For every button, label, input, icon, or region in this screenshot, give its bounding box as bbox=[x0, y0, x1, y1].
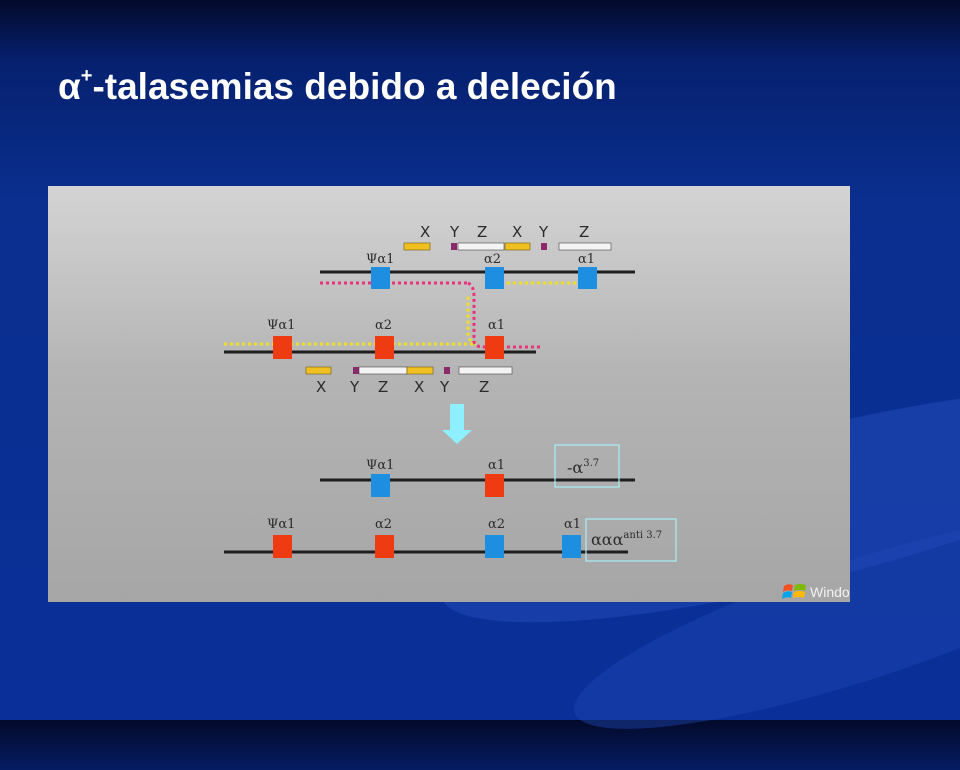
row4-gene-psi-alpha1 bbox=[273, 535, 292, 558]
row4-gene-alpha2-b bbox=[485, 535, 504, 558]
triplication-label-box bbox=[585, 518, 677, 562]
row4-gene-alpha1 bbox=[562, 535, 581, 558]
row2-gene-label-psi-alpha1: Ψα1 bbox=[267, 318, 295, 333]
down-arrow-icon bbox=[442, 404, 472, 444]
windows-watermark-text: Windo bbox=[810, 584, 850, 600]
upper-x-block-2 bbox=[504, 242, 531, 251]
lower-z-block-2 bbox=[458, 366, 513, 375]
row2-gene-label-alpha2: α2 bbox=[375, 318, 392, 333]
title-alpha: α bbox=[58, 66, 81, 107]
row3-gene-psi-alpha1 bbox=[371, 474, 390, 497]
title-superscript: + bbox=[80, 64, 93, 87]
row4-gene-label-alpha1: α1 bbox=[564, 517, 581, 532]
upper-homology-blocks bbox=[403, 242, 612, 251]
upper-z-block bbox=[457, 242, 505, 251]
diagram-panel: X Y Z X Y Z Ψα1 α2 α1 Ψα bbox=[48, 186, 850, 602]
row4-gene-label-psi-alpha1: Ψα1 bbox=[267, 517, 295, 532]
upper-label-y1: Y bbox=[449, 223, 460, 241]
windows-logo-icon bbox=[782, 584, 806, 599]
row1-gene-alpha1 bbox=[578, 267, 597, 289]
row1-gene-psi-alpha1 bbox=[371, 267, 390, 289]
upper-label-z2: Z bbox=[579, 223, 589, 241]
row1-gene-alpha2 bbox=[485, 267, 504, 289]
crossover-diagram: X Y Z X Y Z Ψα1 α2 α1 Ψα bbox=[224, 223, 677, 562]
upper-x-block bbox=[403, 242, 431, 251]
triplication-label-base: ααα bbox=[591, 530, 624, 549]
lower-label-y1: Y bbox=[349, 378, 360, 396]
deletion-label-box bbox=[554, 444, 620, 488]
lower-x-block bbox=[305, 366, 332, 375]
row3-gene-label-psi-alpha1: Ψα1 bbox=[366, 458, 394, 473]
deletion-label-sup: 3.7 bbox=[583, 458, 599, 469]
triplication-label: αααanti 3.7 bbox=[591, 530, 662, 549]
upper-label-x1: X bbox=[420, 223, 430, 241]
upper-y-block-2 bbox=[541, 243, 547, 250]
lower-homology-blocks bbox=[305, 366, 513, 375]
row1-gene-label-psi-alpha1: Ψα1 bbox=[366, 252, 394, 267]
row3-gene-label-alpha1: α1 bbox=[488, 458, 505, 473]
row2-gene-psi-alpha1 bbox=[273, 336, 292, 359]
lower-label-y2: Y bbox=[439, 378, 450, 396]
row2-gene-label-alpha1: α1 bbox=[488, 318, 505, 333]
lower-z-block bbox=[358, 366, 408, 375]
row2-gene-alpha1 bbox=[485, 336, 504, 359]
lower-label-x1: X bbox=[316, 378, 326, 396]
row3-gene-alpha1 bbox=[485, 474, 504, 497]
slide-title: α+-talasemias debido a deleción bbox=[58, 64, 617, 108]
lower-label-z1: Z bbox=[378, 378, 388, 396]
upper-z-block-2 bbox=[558, 242, 612, 251]
lower-y-block bbox=[353, 367, 359, 374]
lower-label-x2: X bbox=[414, 378, 424, 396]
lower-y-block-2 bbox=[444, 367, 450, 374]
lower-x-block-2 bbox=[406, 366, 434, 375]
row1-gene-label-alpha1: α1 bbox=[578, 252, 595, 267]
lower-label-z2: Z bbox=[479, 378, 489, 396]
upper-label-z1: Z bbox=[477, 223, 487, 241]
row2-gene-alpha2 bbox=[375, 336, 394, 359]
deletion-label-base: -α bbox=[567, 458, 583, 477]
upper-label-x2: X bbox=[512, 223, 522, 241]
upper-label-y2: Y bbox=[538, 223, 549, 241]
row4-gene-alpha2 bbox=[375, 535, 394, 558]
row4-gene-label-alpha2-b: α2 bbox=[488, 517, 505, 532]
lower-region-labels: X Y Z X Y Z bbox=[316, 378, 489, 396]
deletion-label: -α3.7 bbox=[567, 458, 599, 477]
pink-crossover-strand-lower bbox=[472, 340, 540, 349]
pink-crossover-strand-bend bbox=[467, 281, 476, 341]
upper-y-block bbox=[451, 243, 457, 250]
upper-region-labels: X Y Z X Y Z bbox=[420, 223, 589, 241]
row4-gene-label-alpha2: α2 bbox=[375, 517, 392, 532]
row1-gene-label-alpha2: α2 bbox=[484, 252, 501, 267]
triplication-label-sup: anti 3.7 bbox=[623, 530, 662, 541]
title-text: -talasemias debido a deleción bbox=[92, 66, 617, 107]
